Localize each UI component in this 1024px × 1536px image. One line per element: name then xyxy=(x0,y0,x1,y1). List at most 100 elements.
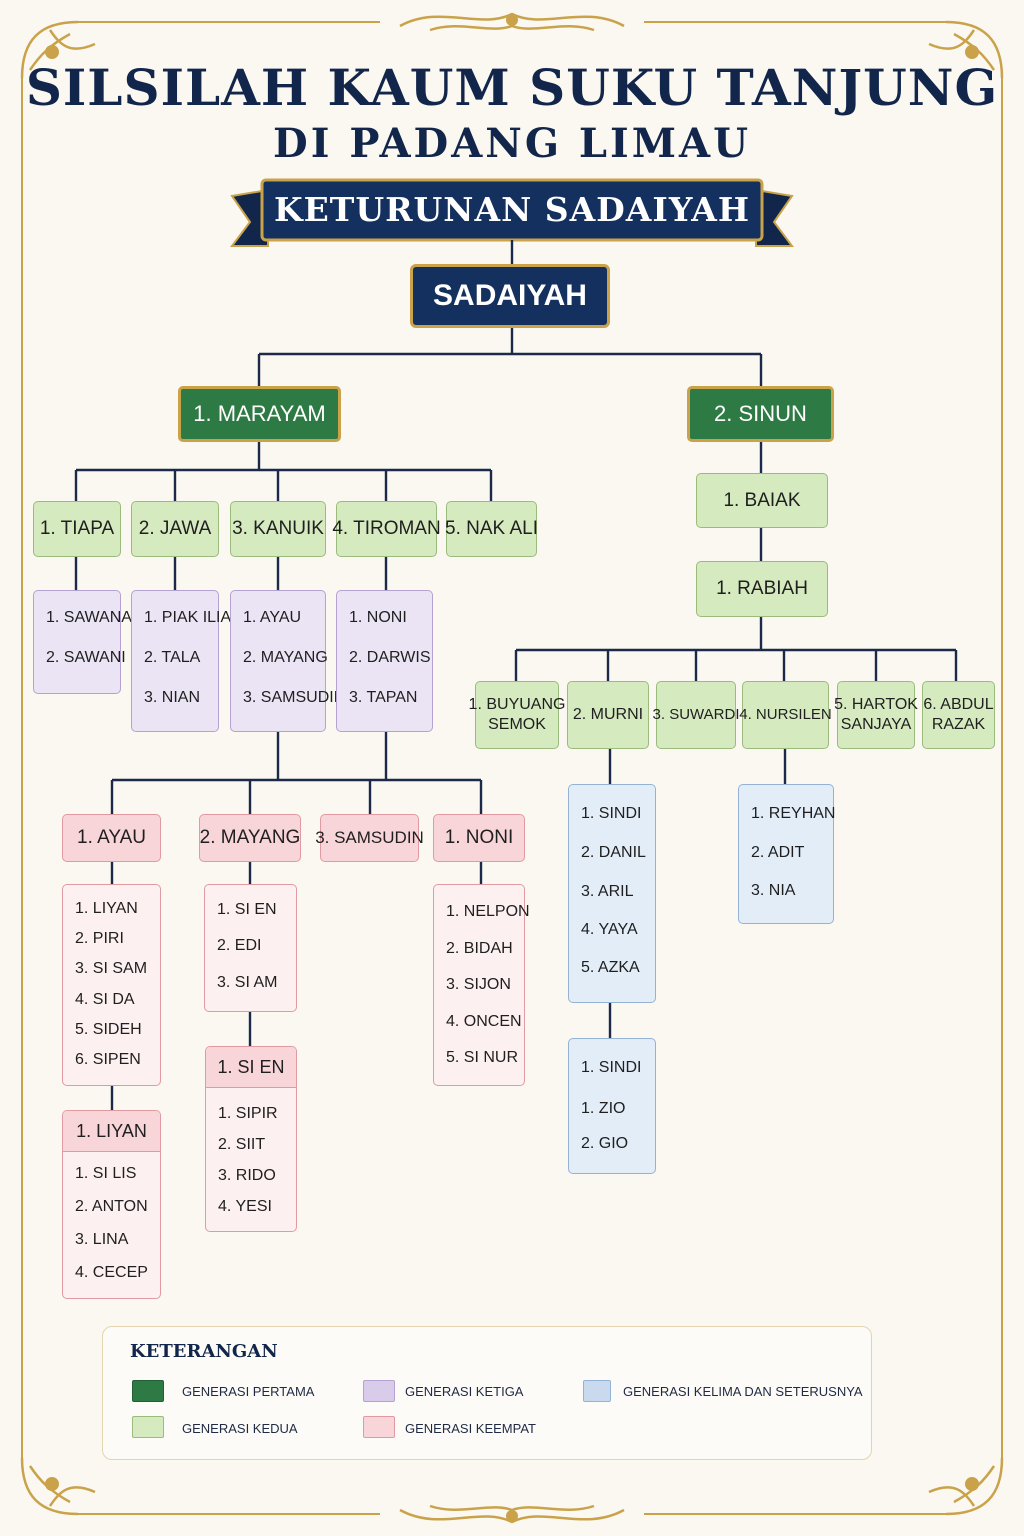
group-si-en: 1. SI EN 1. SIPIR 2. SIIT 3. RIDO 4. YES… xyxy=(205,1046,297,1232)
list-item: 1. SI EN xyxy=(217,901,277,918)
list-item: 3. SAMSUDIN xyxy=(243,689,346,706)
corner-flourish-icon xyxy=(20,20,1004,1516)
list-item: 3. ARIL xyxy=(581,883,634,900)
node-noni: 1. NONI xyxy=(433,814,525,862)
node-baiak: 1. BAIAK xyxy=(696,473,828,528)
list-item: 2. ADIT xyxy=(751,844,805,861)
list-nursilen-children: 1. REYHAN 2. ADIT 3. NIA xyxy=(738,784,836,924)
list-tiapa-children: 1. SAWANA 2. SAWANI xyxy=(33,590,132,694)
node-label: 5. HARTOK xyxy=(834,696,918,713)
list-item: 6. SIPEN xyxy=(75,1051,141,1068)
list-item: 1. SIPIR xyxy=(218,1105,278,1122)
legend-swatch-gen4 xyxy=(363,1416,395,1438)
list-item: 3. LINA xyxy=(75,1231,129,1248)
legend-swatch-gen5 xyxy=(583,1380,611,1402)
list-item: 1. NONI xyxy=(349,609,407,626)
legend-title: KETERANGAN xyxy=(130,1341,278,1362)
node-nak-ali: 5. NAK ALI xyxy=(445,501,538,557)
list-item: 3. SI AM xyxy=(217,974,278,991)
node-mayang: 2. MAYANG xyxy=(199,814,301,862)
list-item: 2. SIIT xyxy=(218,1136,266,1153)
list-item: 2. BIDAH xyxy=(446,940,513,957)
list-item: 1. SI LIS xyxy=(75,1165,137,1182)
list-item: 1. NELPON xyxy=(446,903,530,920)
list-murni-children: 1. SINDI 2. DANIL 3. ARIL 4. YAYA 5. AZK… xyxy=(568,784,656,1003)
node-hartok-sanjaya: 5. HARTOK SANJAYA xyxy=(834,681,918,749)
list-tiroman-children: 1. NONI 2. DARWIS 3. TAPAN xyxy=(336,590,433,732)
list-item: 2. MAYANG xyxy=(243,649,328,666)
list-item: 4. ONCEN xyxy=(446,1013,522,1030)
legend-swatch-gen2 xyxy=(132,1416,164,1438)
list-item: 4. YAYA xyxy=(581,921,638,938)
list-item: 1. ZIO xyxy=(581,1100,626,1117)
list-item: 2. GIO xyxy=(581,1135,629,1152)
list-item: 1. SINDI xyxy=(581,805,642,822)
list-item: 2. DANIL xyxy=(581,844,646,861)
list-item: 3. NIAN xyxy=(144,689,201,706)
node-label: 2. MURNI xyxy=(572,706,644,723)
group-liyan: 1. LIYAN 1. SI LIS 2. ANTON 3. LINA 4. C… xyxy=(62,1110,161,1299)
node-kanuik: 3. KANUIK xyxy=(230,501,326,557)
list-item: 5. SIDEH xyxy=(75,1021,142,1038)
banner-ribbon xyxy=(230,178,794,247)
legend-swatch-gen3 xyxy=(363,1380,395,1402)
list-item: 1. SAWANA xyxy=(46,609,132,626)
list-item: 2. TALA xyxy=(144,649,201,666)
list-jawa-children: 1. PIAK ILIA 2. TALA 3. NIAN xyxy=(131,590,231,732)
list-item: 3. TAPAN xyxy=(349,689,418,706)
node-tiroman: 4. TIROMAN xyxy=(332,501,441,557)
list-item: 4. CECEP xyxy=(75,1264,148,1281)
node-label: 3. SUWARDI xyxy=(652,705,740,723)
list-item: 5. AZKA xyxy=(581,959,640,976)
list-item: 3. SIJON xyxy=(446,976,511,993)
list-item: 3. NIA xyxy=(751,882,796,899)
node-jawa: 2. JAWA xyxy=(131,501,219,557)
node-ayau: 1. AYAU xyxy=(62,814,161,862)
list-item: 5. SI NUR xyxy=(446,1049,519,1066)
list-item: 1. PIAK ILIA xyxy=(144,609,232,626)
node-tiapa: 1. TIAPA xyxy=(33,501,121,557)
node-liyan: 1. LIYAN xyxy=(63,1111,160,1152)
node-si-en: 1. SI EN xyxy=(206,1047,296,1088)
node-label: SEMOK xyxy=(488,716,546,733)
list-item: 4. SI DA xyxy=(75,991,135,1008)
legend-label-gen4: GENERASI KEEMPAT xyxy=(405,1421,536,1436)
node-sinun: 2. SINUN xyxy=(687,386,834,442)
list-item: 3. SI SAM xyxy=(75,960,148,977)
node-suwardi: 3. SUWARDI xyxy=(653,681,739,749)
banner-title: KETURUNAN SADAIYAH xyxy=(273,190,751,229)
node-murni: 2. MURNI xyxy=(567,681,649,749)
node-buyuang-semok: 1. BUYUANG SEMOK xyxy=(469,681,565,749)
list-item: 1. AYAU xyxy=(243,609,302,626)
node-abdul-razak: 6. ABDUL RAZAK xyxy=(922,681,995,749)
list-item: 3. RIDO xyxy=(218,1167,276,1184)
list-item: 2. PIRI xyxy=(75,930,124,947)
node-rabiah: 1. RABIAH xyxy=(696,561,828,617)
page-title: SILSILAH KAUM SUKU TANJUNG xyxy=(25,58,999,117)
list-item: 1. REYHAN xyxy=(751,805,836,822)
legend-label-gen3: GENERASI KETIGA xyxy=(405,1384,524,1399)
node-label: 1. BUYUANG xyxy=(468,696,566,713)
page-subtitle: DI PADANG LIMAU xyxy=(273,120,751,167)
list-item: 1. LIYAN xyxy=(75,900,138,917)
list-mayang-children: 1. SI EN 2. EDI 3. SI AM xyxy=(204,884,297,1012)
root-node-sadaiyah: SADAIYAH xyxy=(410,264,610,328)
list-item: 2. EDI xyxy=(217,937,262,954)
list-kanuik-children: 1. AYAU 2. MAYANG 3. SAMSUDIN xyxy=(230,590,345,732)
node-nursilen: 4. NURSILEN xyxy=(739,681,832,749)
list-item: 2. SAWANI xyxy=(46,649,126,666)
legend-label-gen2: GENERASI KEDUA xyxy=(182,1421,298,1436)
list-ayau-children: 1. LIYAN 2. PIRI 3. SI SAM 4. SI DA 5. S… xyxy=(62,884,161,1086)
node-label: SANJAYA xyxy=(840,716,912,733)
list-item: 1. SINDI xyxy=(581,1059,642,1076)
ornament-icon xyxy=(399,12,625,1524)
node-marayam: 1. MARAYAM xyxy=(178,386,341,442)
list-sindi-children: 1. SINDI 1. ZIO 2. GIO xyxy=(568,1038,656,1174)
node-label: RAZAK xyxy=(931,716,986,733)
node-samsudin: 3. SAMSUDIN xyxy=(315,814,424,862)
list-item: 4. YESI xyxy=(218,1198,272,1215)
legend-swatch-gen1 xyxy=(132,1380,164,1402)
list-item: 2. DARWIS xyxy=(349,649,431,666)
legend-label-gen5: GENERASI KELIMA DAN SETERUSNYA xyxy=(623,1384,863,1399)
